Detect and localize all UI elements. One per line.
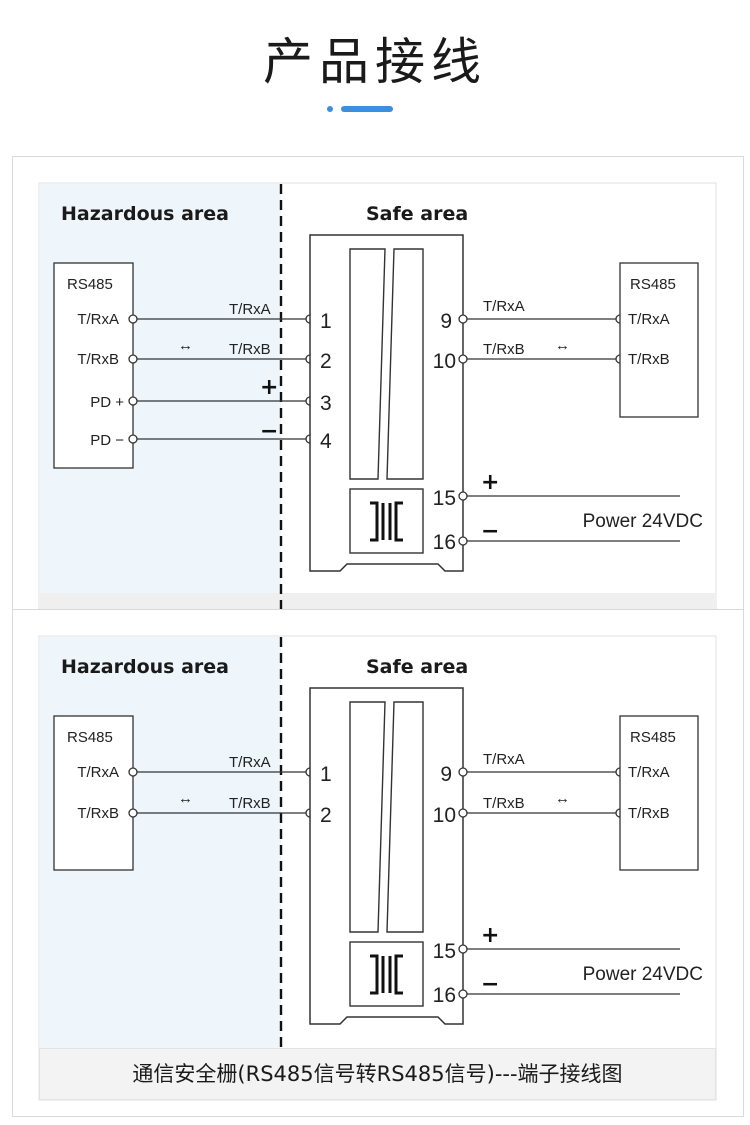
wire-label: T/RxB [229, 341, 271, 358]
plus-sign: + [260, 375, 278, 400]
wiring-diagram-card-2: Hazardous area Safe area RS485 T/RxA T/R… [12, 609, 744, 1117]
terminal-dot [458, 536, 468, 546]
barrier-isolation-block [349, 701, 386, 933]
left-rs485-device [53, 262, 134, 469]
terminal-dot [458, 354, 468, 364]
left-device-name: RS485 [67, 276, 113, 293]
right-pin-label: T/RxB [628, 805, 670, 822]
terminal-number: 3 [320, 392, 332, 415]
terminal-dot [458, 491, 468, 501]
wiring-diagram-card-1: Hazardous area Safe area RS485 T/RxA T/R… [12, 156, 744, 610]
terminal-dot [458, 314, 468, 324]
terminal-number: 15 [433, 940, 456, 963]
title-accent-bar [341, 106, 393, 112]
terminal-dot [128, 434, 138, 444]
transformer-block [349, 488, 424, 554]
wire-label: T/RxB [483, 795, 525, 812]
right-rs485-device [619, 715, 699, 871]
power-label: Power 24VDC [583, 511, 703, 532]
wiring-diagram-2: Hazardous area Safe area RS485 T/RxA T/R… [38, 635, 717, 1101]
terminal-number: 1 [320, 763, 332, 786]
bidirectional-arrow-icon: ↔ [178, 337, 193, 354]
terminal-number: 10 [433, 350, 456, 373]
bidirectional-arrow-icon: ↔ [178, 790, 193, 807]
bidirectional-arrow-icon: ↔ [555, 337, 570, 354]
left-rs485-device [53, 715, 134, 871]
terminal-dot [458, 767, 468, 777]
left-pin-label: T/RxB [77, 351, 119, 368]
left-pin-label: PD − [90, 432, 124, 449]
terminal-dot [128, 808, 138, 818]
safe-area-label: Safe area [366, 656, 468, 678]
terminal-number: 16 [433, 531, 456, 554]
barrier-isolation-block [386, 701, 424, 933]
right-pin-label: T/RxA [628, 311, 670, 328]
left-pin-label: T/RxB [77, 805, 119, 822]
wiring-diagram-1: Hazardous area Safe area RS485 T/RxA T/R… [38, 182, 717, 609]
wire-label: T/RxB [483, 341, 525, 358]
right-rs485-device [619, 262, 699, 418]
left-pin-label: PD + [90, 394, 124, 411]
terminal-dot [128, 354, 138, 364]
terminal-dot [458, 989, 468, 999]
minus-sign: − [481, 972, 499, 997]
right-pin-label: T/RxA [628, 764, 670, 781]
minus-sign: − [481, 519, 499, 544]
terminal-dot [128, 767, 138, 777]
isolated-barrier-module [309, 687, 464, 1025]
right-pin-label: T/RxB [628, 351, 670, 368]
terminal-dot [128, 314, 138, 324]
terminal-number: 2 [320, 350, 332, 373]
terminal-number: 16 [433, 984, 456, 1007]
terminal-number: 15 [433, 487, 456, 510]
terminal-dot [128, 396, 138, 406]
terminal-number: 9 [440, 310, 452, 333]
diagram-footer-strip [40, 593, 715, 609]
right-device-name: RS485 [630, 276, 676, 293]
safe-area-label: Safe area [366, 203, 468, 225]
left-device-name: RS485 [67, 729, 113, 746]
hazardous-area-label: Hazardous area [61, 203, 229, 225]
barrier-isolation-block [349, 248, 386, 480]
power-label: Power 24VDC [583, 964, 703, 985]
wire-label: T/RxA [229, 301, 271, 318]
left-pin-label: T/RxA [77, 311, 119, 328]
title-accent-dot [327, 106, 333, 112]
terminal-number: 2 [320, 804, 332, 827]
terminal-dot [458, 808, 468, 818]
transformer-symbol-icon [370, 501, 403, 542]
wire-label: T/RxA [483, 751, 525, 768]
plus-sign: + [481, 923, 499, 948]
terminal-number: 4 [320, 430, 332, 453]
diagram-caption: 通信安全栅(RS485信号转RS485信号)---端子接线图 [39, 1048, 716, 1100]
plus-sign: + [481, 470, 499, 495]
wire-label: T/RxA [229, 754, 271, 771]
page-title: 产品接线 [263, 33, 487, 91]
terminal-number: 9 [440, 763, 452, 786]
right-device-name: RS485 [630, 729, 676, 746]
bidirectional-arrow-icon: ↔ [555, 790, 570, 807]
wire-label: T/RxA [483, 298, 525, 315]
terminal-number: 1 [320, 310, 332, 333]
terminal-dot [458, 944, 468, 954]
isolated-barrier-module [309, 234, 464, 572]
minus-sign: − [260, 419, 278, 444]
wire-label: T/RxB [229, 795, 271, 812]
left-pin-label: T/RxA [77, 764, 119, 781]
terminal-number: 10 [433, 804, 456, 827]
transformer-symbol-icon [370, 954, 403, 995]
barrier-isolation-block [386, 248, 424, 480]
transformer-block [349, 941, 424, 1007]
hazardous-area-label: Hazardous area [61, 656, 229, 678]
